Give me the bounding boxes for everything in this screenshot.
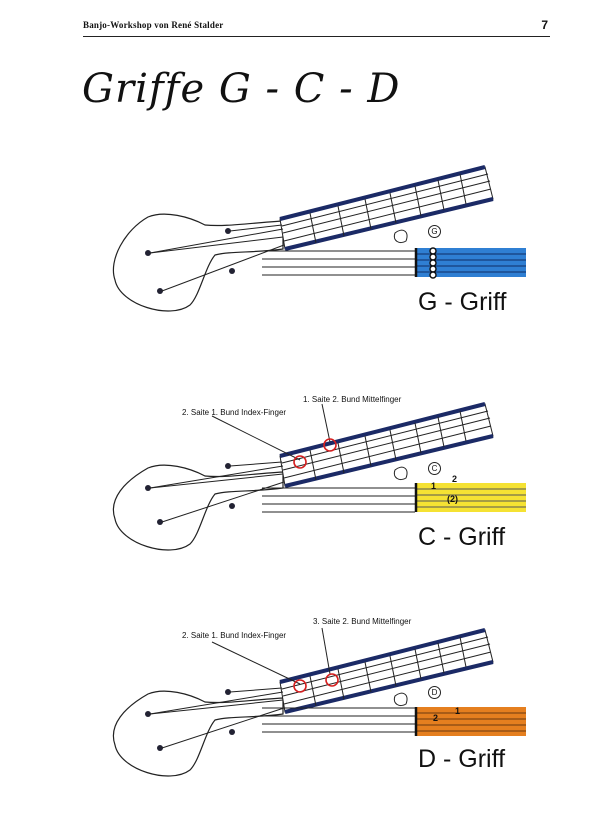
- annotation-index-finger: 2. Saite 1. Bund Index-Finger: [182, 408, 287, 417]
- chord-letter-badge: C: [428, 462, 441, 475]
- banjo-diagram: [112, 165, 526, 312]
- chord-letter-badge: D: [428, 686, 441, 699]
- annotation-index-finger: 2. Saite 1. Bund Index-Finger: [182, 631, 287, 640]
- chord-name: G - Griff: [418, 288, 507, 316]
- tab-number: 2: [433, 713, 439, 723]
- annotation-middle-finger: 3. Saite 2. Bund Mittelfinger: [313, 617, 412, 626]
- page-title: Griffe G - C - D: [82, 66, 401, 112]
- tab-number: 1: [455, 706, 461, 716]
- figure-d-chord: 3. Saite 2. Bund Mittelfinger 2. Saite 1…: [0, 610, 600, 790]
- figure-c-chord: 1. Saite 2. Bund Mittelfinger 2. Saite 1…: [0, 390, 600, 560]
- tab-number: 2: [452, 474, 458, 484]
- header-title: Banjo-Workshop von René Stalder: [83, 20, 224, 30]
- chord-name: D - Griff: [418, 745, 506, 773]
- page-header: Banjo-Workshop von René Stalder 7: [83, 18, 550, 37]
- banjo-diagram: [112, 627, 526, 777]
- figure-g-chord: G G - Griff: [0, 155, 600, 325]
- tab-number: 1: [431, 481, 437, 491]
- tab-number: (2): [447, 494, 458, 504]
- chord-letter-badge: G: [428, 225, 441, 238]
- annotation-middle-finger: 1. Saite 2. Bund Mittelfinger: [303, 395, 402, 404]
- chord-name: C - Griff: [418, 523, 506, 551]
- page-number: 7: [541, 18, 548, 32]
- banjo-diagram: [112, 402, 526, 551]
